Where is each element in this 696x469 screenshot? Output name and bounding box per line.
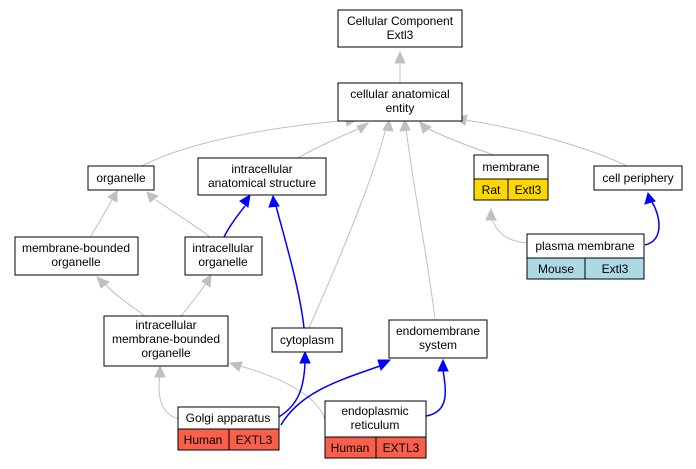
node-root[interactable]: Cellular Component Extl3: [337, 9, 463, 48]
node-ias-label-line1: intracellular: [231, 162, 292, 176]
arrowhead-ias-right: [268, 194, 280, 208]
arrowhead-cae-right1: [419, 121, 432, 134]
edge-er-to-endomembrane: [425, 369, 447, 417]
node-intracellular-organelle[interactable]: intracellular organelle: [184, 236, 263, 276]
node-imbo-label-line2: membrane-bounded: [112, 332, 220, 346]
node-root-label-line2: Extl3: [387, 28, 414, 42]
plasma-membrane-gene-cell: [584, 257, 645, 280]
node-imbo-label-line3: organelle: [141, 346, 191, 360]
edge-pm-to-periphery: [644, 201, 660, 246]
arrowhead-membrane: [485, 207, 497, 221]
edge-er-to-imbo: [239, 365, 326, 421]
node-intracellular-membrane-bounded-organelle[interactable]: intracellular membrane-bounded organelle: [103, 315, 229, 367]
edge-periphery-to-cae: [464, 119, 628, 167]
arrowhead-root: [394, 50, 406, 64]
arrowhead-cae-mid1: [382, 118, 394, 132]
is-a-edges: [89, 50, 628, 421]
edge-imbo-to-io: [180, 282, 207, 317]
node-cytoplasm-label: cytoplasm: [280, 333, 334, 347]
edge-imbo-to-mbo: [105, 284, 146, 317]
edge-golgi-to-cytoplasm: [276, 362, 306, 419]
node-endoplasmic-reticulum[interactable]: endoplasmic reticulum Human EXTL3: [324, 400, 427, 459]
arrowhead-ias-left: [239, 194, 251, 208]
node-cae-label-line2: entity: [386, 101, 415, 115]
node-endomembrane-label-line1: endomembrane: [396, 324, 480, 338]
arrowhead-cae-mid2: [399, 118, 411, 132]
arrowhead-imbo-right: [228, 361, 243, 372]
edge-membrane-to-cae: [426, 127, 498, 157]
arrowhead-endomembrane-right: [437, 358, 449, 372]
edge-golgi-to-endomembrane: [280, 365, 381, 426]
edge-ias-to-cae: [297, 127, 361, 159]
node-cae-label-line1: cellular anatomical: [350, 87, 449, 101]
arrowhead-cytoplasm: [299, 350, 311, 364]
node-ias-label-line2: anatomical structure: [208, 176, 316, 190]
edge-cytoplasm-to-ias: [275, 205, 305, 329]
node-membrane[interactable]: membrane Rat Extl3: [473, 154, 549, 201]
golgi-gene-cell: [228, 428, 280, 451]
plasma-membrane-species-label: Mouse: [538, 262, 574, 276]
node-membrane-bounded-organelle[interactable]: membrane-bounded organelle: [14, 236, 139, 276]
node-cell-periphery-label: cell periphery: [602, 171, 673, 185]
arrowhead-io: [201, 274, 212, 288]
node-organelle[interactable]: organelle: [87, 165, 155, 191]
er-species-label: Human: [331, 441, 370, 455]
edge-pm-to-membrane: [491, 217, 529, 244]
part-of-edges: [223, 191, 660, 426]
node-cell-periphery[interactable]: cell periphery: [593, 165, 683, 191]
membrane-species-label: Rat: [482, 183, 501, 197]
node-membrane-label: membrane: [482, 160, 540, 174]
edge-mbo-to-organelle: [89, 199, 113, 238]
edge-organelle-to-cae: [139, 119, 353, 168]
node-imbo-label-line1: intracellular: [135, 318, 196, 332]
node-plasma-membrane-label: plasma membrane: [535, 239, 635, 253]
arrowhead-organelle-right: [146, 191, 160, 203]
node-cellular-anatomical-entity[interactable]: cellular anatomical entity: [337, 82, 463, 122]
edge-golgi-to-imbo: [158, 374, 181, 420]
arrowhead-cae-left2: [356, 122, 370, 134]
node-organelle-label: organelle: [96, 171, 146, 185]
er-gene-label: EXTL3: [383, 441, 420, 455]
node-er-label-line2: reticulum: [351, 418, 400, 432]
edge-io-to-ias: [223, 205, 246, 238]
node-root-label-line1: Cellular Component: [347, 14, 454, 28]
node-golgi-label: Golgi apparatus: [186, 411, 271, 425]
edge-io-to-organelle: [155, 199, 211, 238]
node-mbo-label-line2: organelle: [51, 255, 101, 269]
node-io-label-line2: organelle: [198, 255, 248, 269]
node-io-label-line1: intracellular: [192, 241, 253, 255]
golgi-species-label: Human: [184, 433, 223, 447]
arrowhead-endomembrane-left: [377, 359, 392, 371]
membrane-gene-label: Extl3: [515, 183, 542, 197]
arrowhead-imbo-left: [154, 364, 166, 378]
arrowhead-mbo: [96, 276, 110, 289]
node-intracellular-anatomical-structure[interactable]: intracellular anatomical structure: [197, 157, 327, 196]
golgi-gene-label: EXTL3: [236, 433, 273, 447]
er-gene-cell: [375, 436, 427, 459]
node-mbo-label-line1: membrane-bounded: [22, 241, 130, 255]
node-cytoplasm[interactable]: cytoplasm: [271, 327, 343, 353]
arrowhead-periphery: [644, 191, 656, 205]
node-endomembrane-system[interactable]: endomembrane system: [388, 319, 488, 359]
node-er-label-line1: endoplasmic: [341, 404, 408, 418]
node-golgi-apparatus[interactable]: Golgi apparatus Human EXTL3: [177, 406, 280, 451]
edge-endomembrane-to-cae: [405, 127, 436, 320]
arrowhead-organelle-left: [107, 190, 118, 203]
edge-cytoplasm-to-cae: [308, 127, 387, 329]
membrane-gene-cell: [507, 178, 549, 201]
node-plasma-membrane[interactable]: plasma membrane Mouse Extl3: [526, 233, 645, 280]
plasma-membrane-gene-label: Extl3: [602, 262, 629, 276]
node-endomembrane-label-line2: system: [419, 338, 457, 352]
